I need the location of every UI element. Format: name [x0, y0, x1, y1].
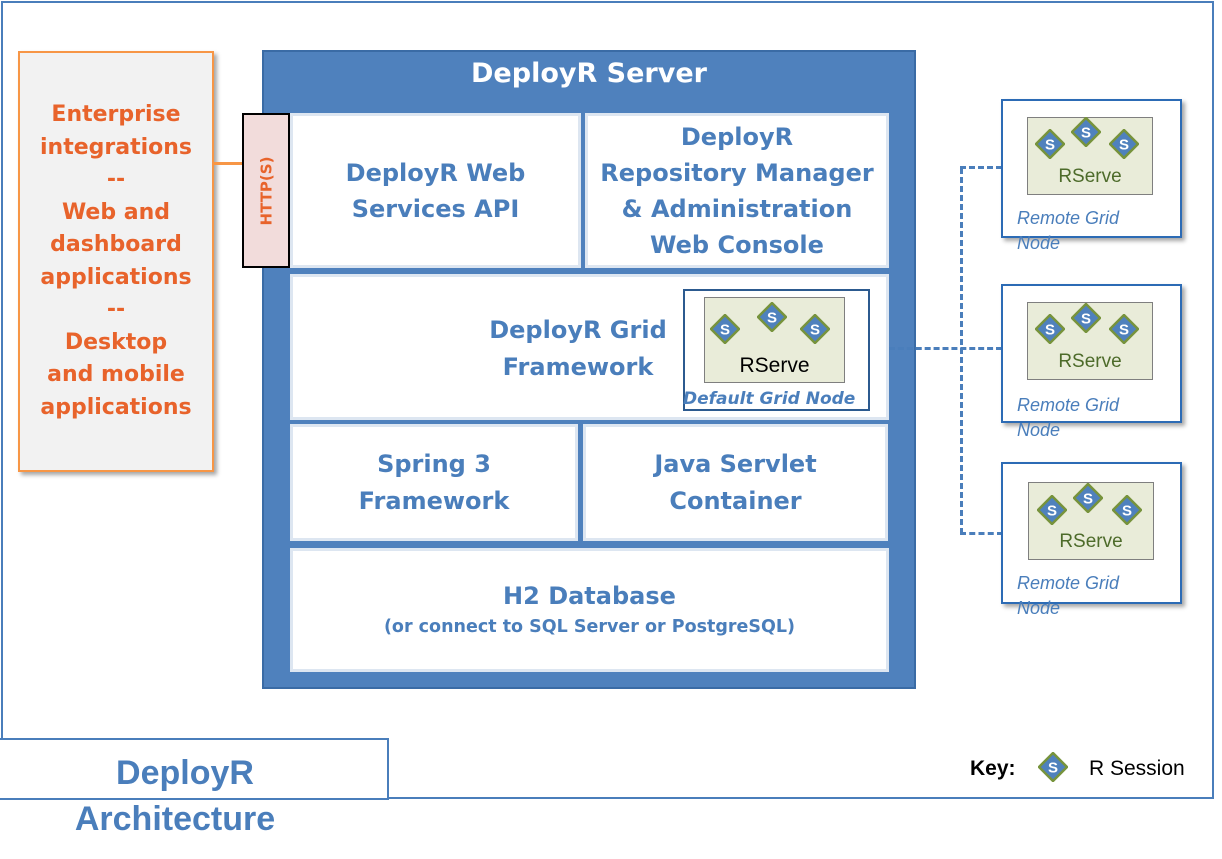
key-r-session-label: R Session	[1089, 757, 1185, 780]
client-line: Desktop	[64, 329, 168, 355]
database-subtitle: (or connect to SQL Server or PostgreSQL)	[383, 617, 796, 637]
r-session-diamond-icon: S	[1037, 495, 1067, 525]
client-line: Web and	[61, 199, 171, 225]
remote-node-label-line: Node	[1017, 598, 1061, 618]
r-session-diamond-icon: S	[1035, 314, 1065, 344]
client-line: dashboard	[50, 232, 182, 257]
r-session-glyph: S	[767, 310, 777, 327]
r-session-glyph: S	[1047, 503, 1057, 520]
client-line: applications	[40, 394, 192, 420]
remote-node-label-line: Node	[1017, 420, 1061, 440]
client-line: integrations	[39, 134, 192, 160]
remote-grid-node: RServe Remote Grid Node	[1001, 99, 1182, 253]
client-applications-box: Enterprise integrations -- Web and dashb…	[18, 51, 214, 472]
r-session-glyph: S	[720, 322, 730, 339]
grid-connector-line	[960, 532, 1003, 535]
architecture-title-box	[0, 738, 389, 800]
r-session-diamond-icon: S	[710, 314, 740, 344]
remote-node-label-line: Remote Grid	[1017, 395, 1120, 415]
r-session-glyph: S	[1045, 137, 1055, 154]
rserve-label: RServe	[1058, 351, 1122, 372]
rserve-label: RServe	[1058, 166, 1122, 187]
remote-grid-node: RServe Remote Grid Node	[1001, 462, 1182, 618]
web-services-line: DeployR Web	[345, 158, 526, 187]
client-applications-text: Enterprise integrations -- Web and dashb…	[40, 99, 192, 424]
repo-manager-line: DeployR	[680, 122, 794, 151]
server-title: DeployR Server	[471, 58, 707, 89]
r-session-glyph: S	[1048, 760, 1058, 777]
spring-line: Framework	[358, 486, 510, 515]
servlet-line: Java Servlet	[654, 449, 817, 478]
client-http-connector	[214, 162, 244, 165]
r-session-glyph: S	[1081, 125, 1091, 142]
client-line: applications	[40, 264, 192, 290]
client-separator: --	[106, 297, 126, 322]
grid-framework-line: Framework	[502, 353, 654, 381]
r-session-diamond-icon: S	[757, 302, 787, 332]
repo-manager-line: Repository Manager	[600, 158, 874, 187]
key-label: Key:	[970, 757, 1016, 780]
database-title: H2 Database	[503, 582, 676, 610]
r-session-glyph: S	[1122, 503, 1132, 520]
repo-manager-line: & Administration	[621, 194, 853, 223]
r-session-glyph: S	[1083, 491, 1093, 508]
default-grid-node-label: Default Grid Node	[683, 389, 856, 409]
repo-manager-line: Web Console	[650, 230, 824, 259]
servlet-container-box: Java Servlet Container	[583, 424, 888, 541]
r-session-diamond-icon: S	[800, 314, 830, 344]
remote-node-label: Remote Grid Node	[1017, 206, 1119, 256]
grid-framework-line: DeployR Grid	[489, 316, 667, 344]
remote-node-label-line: Remote Grid	[1017, 208, 1120, 228]
rserve-label: RServe	[1059, 531, 1123, 552]
r-session-glyph: S	[1119, 137, 1129, 154]
client-line: Enterprise	[51, 102, 181, 127]
r-session-diamond-icon: S	[1109, 129, 1139, 159]
servlet-line: Container	[669, 486, 802, 515]
grid-bus-line	[960, 168, 963, 534]
r-session-glyph: S	[810, 322, 820, 339]
remote-node-label: Remote Grid Node	[1017, 393, 1119, 443]
grid-connector-line	[960, 166, 1002, 169]
web-services-api-box: DeployR Web Services API	[290, 113, 581, 268]
outer-frame	[1, 1, 1214, 799]
spring-line: Spring 3	[377, 449, 491, 478]
architecture-title: DeployR Architecture	[20, 750, 350, 842]
client-line: and mobile	[47, 362, 185, 387]
r-session-diamond-icon: S	[1073, 483, 1103, 513]
repository-manager-box: DeployR Repository Manager & Administrat…	[585, 113, 889, 268]
r-session-diamond-icon: S	[1038, 752, 1068, 782]
r-session-glyph: S	[1119, 322, 1129, 339]
r-session-diamond-icon: S	[1071, 303, 1101, 333]
web-services-line: Services API	[351, 194, 520, 223]
architecture-title-line: Architecture	[74, 800, 276, 838]
r-session-diamond-icon: S	[1071, 117, 1101, 147]
remote-node-label-line: Remote Grid	[1017, 573, 1120, 593]
http-interface-tab: HTTP(S)	[242, 113, 290, 268]
client-separator: --	[106, 167, 126, 192]
http-label: HTTP(S)	[257, 156, 275, 225]
rserve-label: RServe	[739, 354, 810, 377]
r-session-glyph: S	[1081, 311, 1091, 328]
spring-framework-box: Spring 3 Framework	[290, 424, 578, 541]
r-session-glyph: S	[1045, 322, 1055, 339]
r-session-diamond-icon: S	[1109, 314, 1139, 344]
architecture-title-line: DeployR	[116, 754, 254, 792]
remote-node-label-line: Node	[1017, 233, 1061, 253]
remote-node-label: Remote Grid Node	[1017, 571, 1119, 621]
grid-connector-line	[889, 347, 1002, 350]
database-box: H2 Database (or connect to SQL Server or…	[290, 548, 889, 672]
r-session-diamond-icon: S	[1035, 129, 1065, 159]
r-session-diamond-icon: S	[1112, 495, 1142, 525]
